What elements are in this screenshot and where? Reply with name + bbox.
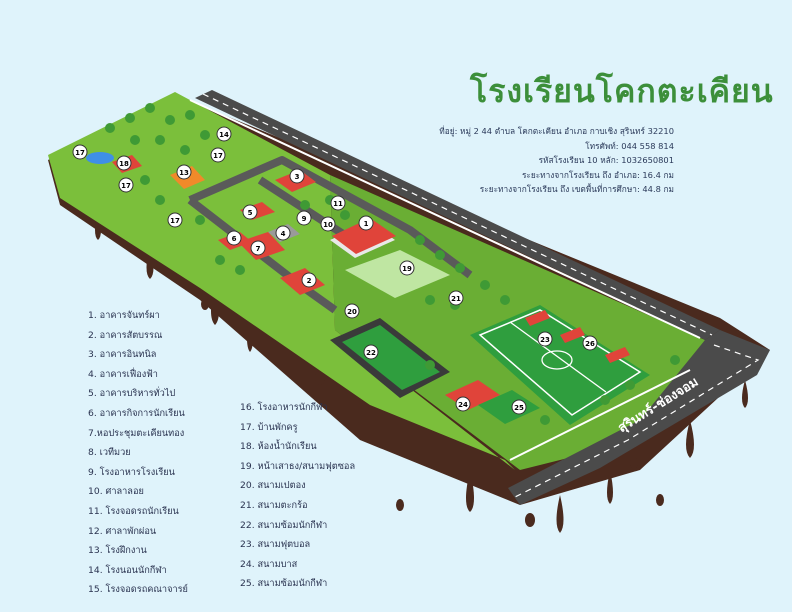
address-text: ที่อยู่: หมู่ 2 44 ตำบล โคกตะเคียน อำเภอ… [439, 126, 674, 136]
page-title: โรงเรียนโคกตะเคียน [470, 72, 774, 110]
distance-office-text: ระยะทางจากโรงเรียน ถึง เขตพื้นที่การศึกษ… [479, 184, 674, 195]
legend-item: 20. สนามเปตอง [240, 480, 306, 492]
legend-item: 24. สนามบาส [240, 558, 298, 570]
svg-text:23: 23 [540, 336, 550, 344]
legend-item: 21. สนามตะกร้อ [240, 499, 308, 511]
legend-item: 19. หน้าเสาธง/สนามฟุตซอล [240, 460, 356, 472]
campus-ground [48, 92, 515, 470]
marker-17b: 17 [118, 177, 134, 193]
svg-text:1: 1 [364, 220, 369, 228]
marker-11: 11 [330, 195, 346, 211]
distance-district-text: ระยะทางจากโรงเรียน ถึง อำเภอ: 16.4 กม [521, 169, 674, 180]
marker-24: 24 [455, 396, 471, 412]
marker-3: 3 [289, 168, 305, 184]
marker-18: 18 [116, 155, 132, 171]
legend-column-2: 16. โรงอาหารนักกีฬา 17. บ้านพักครู 18. ห… [240, 398, 355, 594]
legend-item: 25. สนามซ้อมนักกีฬา [240, 578, 328, 590]
svg-text:26: 26 [585, 340, 595, 348]
side-road [508, 330, 770, 505]
svg-text:11: 11 [333, 200, 343, 208]
svg-text:19: 19 [402, 265, 412, 273]
legend-item: 9. โรงอาหารโรงเรียน [88, 466, 175, 478]
legend-item: 5. อาคารบริหารทั่วไป [88, 388, 176, 400]
marker-7: 7 [250, 240, 266, 256]
markers: 1 2 3 4 5 6 7 9 10 11 13 14 18 19 20 21 … [72, 126, 598, 415]
marker-25: 25 [511, 399, 527, 415]
svg-text:6: 6 [232, 235, 237, 243]
marker-14: 14 [216, 126, 232, 142]
legend-item: 7.หอประชุมตะเคียนทอง [88, 427, 185, 439]
legend-item: 2. อาคารสัตบรรณ [88, 329, 163, 341]
legend-item: 3. อาคารอินทนิล [88, 349, 157, 361]
marker-13: 13 [176, 164, 192, 180]
svg-text:25: 25 [514, 404, 524, 412]
marker-6: 6 [226, 230, 242, 246]
marker-22: 22 [363, 344, 379, 360]
fence [189, 99, 701, 461]
svg-text:17: 17 [121, 182, 131, 190]
phone-text: โทรศัพท์: 044 558 814 [585, 140, 674, 151]
svg-text:14: 14 [219, 131, 229, 139]
svg-text:3: 3 [295, 173, 300, 181]
stands [525, 310, 630, 363]
svg-text:24: 24 [458, 401, 468, 409]
legend-item: 18. ห้องน้ำนักเรียน [240, 441, 317, 453]
legend-item: 8. เวทีมวย [88, 447, 131, 459]
legend-item: 13. โรงฝึกงาน [88, 545, 147, 557]
legend-item: 4. อาคารเฟื่องฟ้า [88, 368, 158, 380]
svg-text:5: 5 [248, 209, 253, 217]
legend-item: 17. บ้านพักครู [240, 421, 298, 433]
svg-text:20: 20 [347, 308, 357, 316]
marker-19: 19 [399, 260, 415, 276]
marker-23: 23 [537, 331, 553, 347]
legend-item: 6. อาคารกิจการนักเรียน [88, 407, 185, 419]
marker-9: 9 [296, 210, 312, 226]
legend-item: 22. สนามซ้อมนักกีฬา [240, 519, 328, 531]
legend-item: 12. ศาลาพักผ่อน [88, 525, 157, 537]
marker-21: 21 [448, 290, 464, 306]
school-info: ที่อยู่: หมู่ 2 44 ตำบล โคกตะเคียน อำเภอ… [439, 124, 674, 197]
svg-text:17: 17 [213, 152, 223, 160]
legend-item: 15. โรงจอดรถคณาจารย์ [88, 584, 188, 596]
svg-text:13: 13 [179, 169, 189, 177]
pond [86, 152, 114, 164]
marker-17a: 17 [72, 144, 88, 160]
marker-17c: 17 [167, 212, 183, 228]
marker-26: 26 [582, 335, 598, 351]
marker-1: 1 [358, 215, 374, 231]
legend-item: 14. โรงนอนนักกีฬา [88, 564, 167, 576]
school-code-text: รหัสโรงเรียน 10 หลัก: 1032650801 [538, 155, 674, 166]
legend-item: 11. โรงจอดรถนักเรียน [88, 505, 179, 517]
svg-text:9: 9 [302, 215, 307, 223]
legend-item: 23. สนามฟุตบอล [240, 539, 311, 551]
svg-text:22: 22 [366, 349, 376, 357]
marker-2: 2 [301, 272, 317, 288]
svg-text:2: 2 [307, 277, 312, 285]
svg-text:4: 4 [281, 230, 286, 238]
marker-17d: 17 [210, 147, 226, 163]
legend-column-1: 1. อาคารจันทร์ผา 2. อาคารสัตบรรณ 3. อาคา… [88, 306, 188, 600]
svg-text:7: 7 [256, 245, 261, 253]
building-1 [330, 218, 396, 258]
svg-text:17: 17 [170, 217, 180, 225]
svg-text:10: 10 [323, 221, 333, 229]
marker-10: 10 [320, 216, 336, 232]
svg-text:17: 17 [75, 149, 85, 157]
marker-20: 20 [344, 303, 360, 319]
svg-text:18: 18 [119, 160, 129, 168]
side-road-line [514, 344, 760, 498]
training-pitch [330, 318, 450, 398]
marker-4: 4 [275, 225, 291, 241]
legend-item: 16. โรงอาหารนักกีฬา [240, 402, 328, 413]
road-line [202, 93, 713, 336]
futsal-court [345, 250, 450, 298]
legend-item: 10. ศาลาลอย [88, 486, 144, 498]
legend-item: 1. อาคารจันทร์ผา [88, 310, 160, 321]
svg-text:21: 21 [451, 295, 461, 303]
marker-5: 5 [242, 204, 258, 220]
